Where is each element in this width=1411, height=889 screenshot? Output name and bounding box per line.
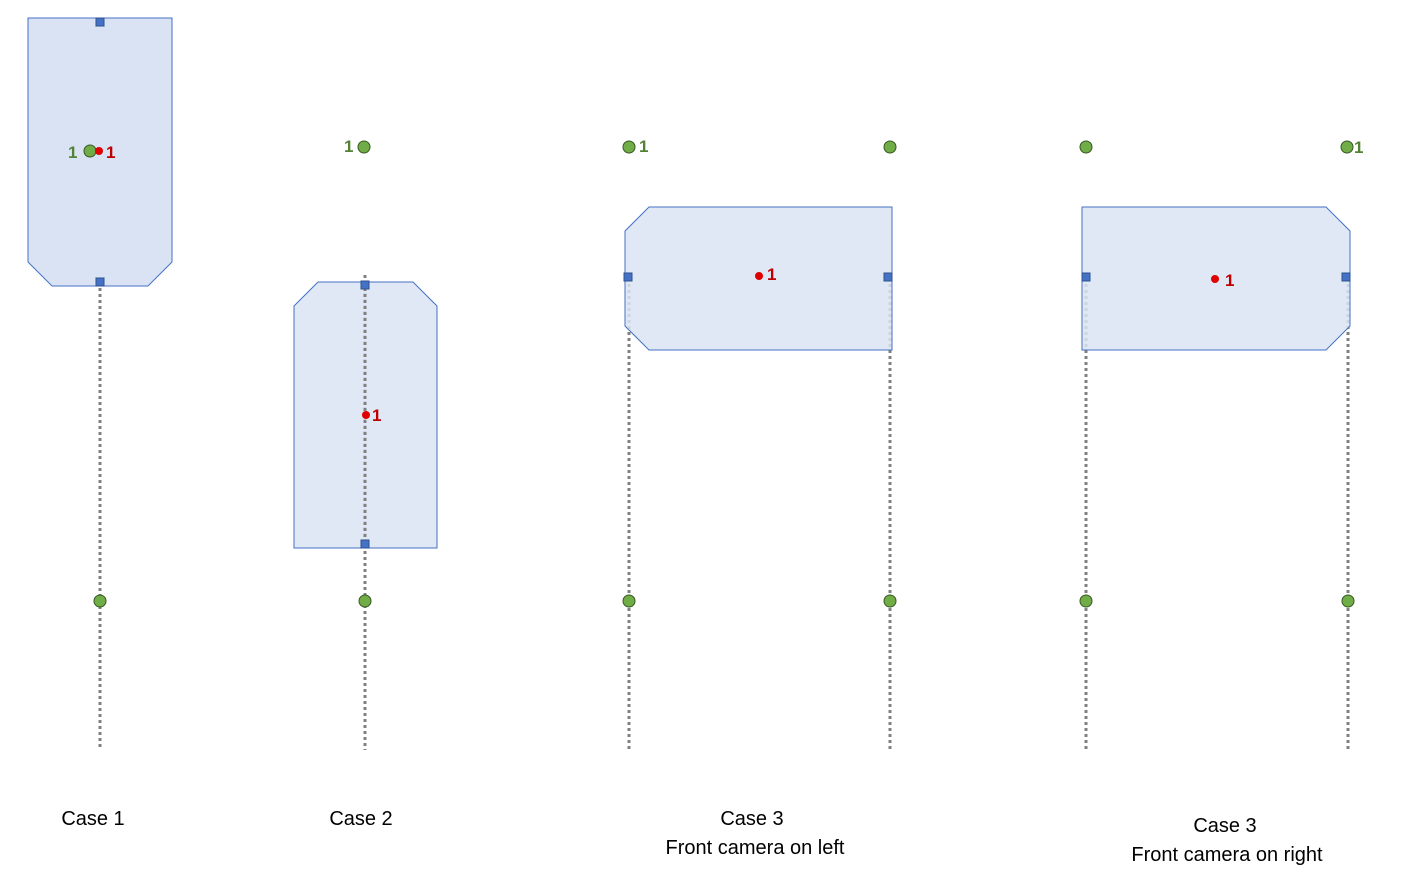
case-1-red-label: 1 [106,143,115,162]
case-3-left-group: 1 1 Case 3 Front camera on left [622,137,897,859]
case-2-caption: Case 2 [329,808,392,830]
case-3-right-caption-line1: Case 3 [1193,815,1256,837]
case-2-green-marker [357,140,371,154]
case-1-bottom-handle[interactable] [95,277,105,287]
case-2-red-label: 1 [372,406,381,425]
case-3-left-right-handle[interactable] [883,272,893,282]
case-3-left-left-handle[interactable] [623,272,633,282]
case-2-top-handle[interactable] [360,280,370,290]
case-2-green-label: 1 [344,137,353,156]
case-3-left-green-marker-right [883,140,897,154]
case-3-right-bottom-green-marker-right [1341,594,1355,608]
case-2-bottom-green-marker [358,594,372,608]
case-2-bottom-handle[interactable] [360,539,370,549]
case-3-left-green-marker-labeled [622,140,636,154]
case-3-right-green-marker-labeled [1340,140,1354,154]
case-3-right-red-marker [1211,275,1219,283]
case-3-right-caption-line2: Front camera on right [1131,844,1323,866]
case-1-green-marker [83,144,97,158]
case-3-right-green-label: 1 [1354,138,1363,157]
case-3-right-left-handle[interactable] [1081,272,1091,282]
case-3-right-bottom-green-marker-left [1079,594,1093,608]
case-3-left-bottom-green-marker-right [883,594,897,608]
case-3-left-green-label: 1 [639,137,648,156]
case-3-right-group: 1 1 Case 3 Front camera on right [1079,138,1363,866]
case-3-right-right-handle[interactable] [1341,272,1351,282]
case-2-red-marker [362,411,370,419]
case-1-group: 1 1 Case 1 [27,17,173,830]
case-3-right-green-marker-left [1079,140,1093,154]
case-2-group: 1 1 Case 2 [293,137,438,830]
case-1-bottom-green-marker [93,594,107,608]
case-3-left-red-marker [755,272,763,280]
case-3-right-red-label: 1 [1225,271,1234,290]
case-3-left-red-label: 1 [767,265,776,284]
case-1-green-label: 1 [68,143,77,162]
case-1-top-handle[interactable] [95,17,105,27]
case-1-red-marker [95,147,103,155]
case-1-caption: Case 1 [61,808,124,830]
case-3-left-caption-line2: Front camera on left [666,837,845,859]
case-3-left-caption-line1: Case 3 [720,808,783,830]
case-3-left-bottom-green-marker-left [622,594,636,608]
